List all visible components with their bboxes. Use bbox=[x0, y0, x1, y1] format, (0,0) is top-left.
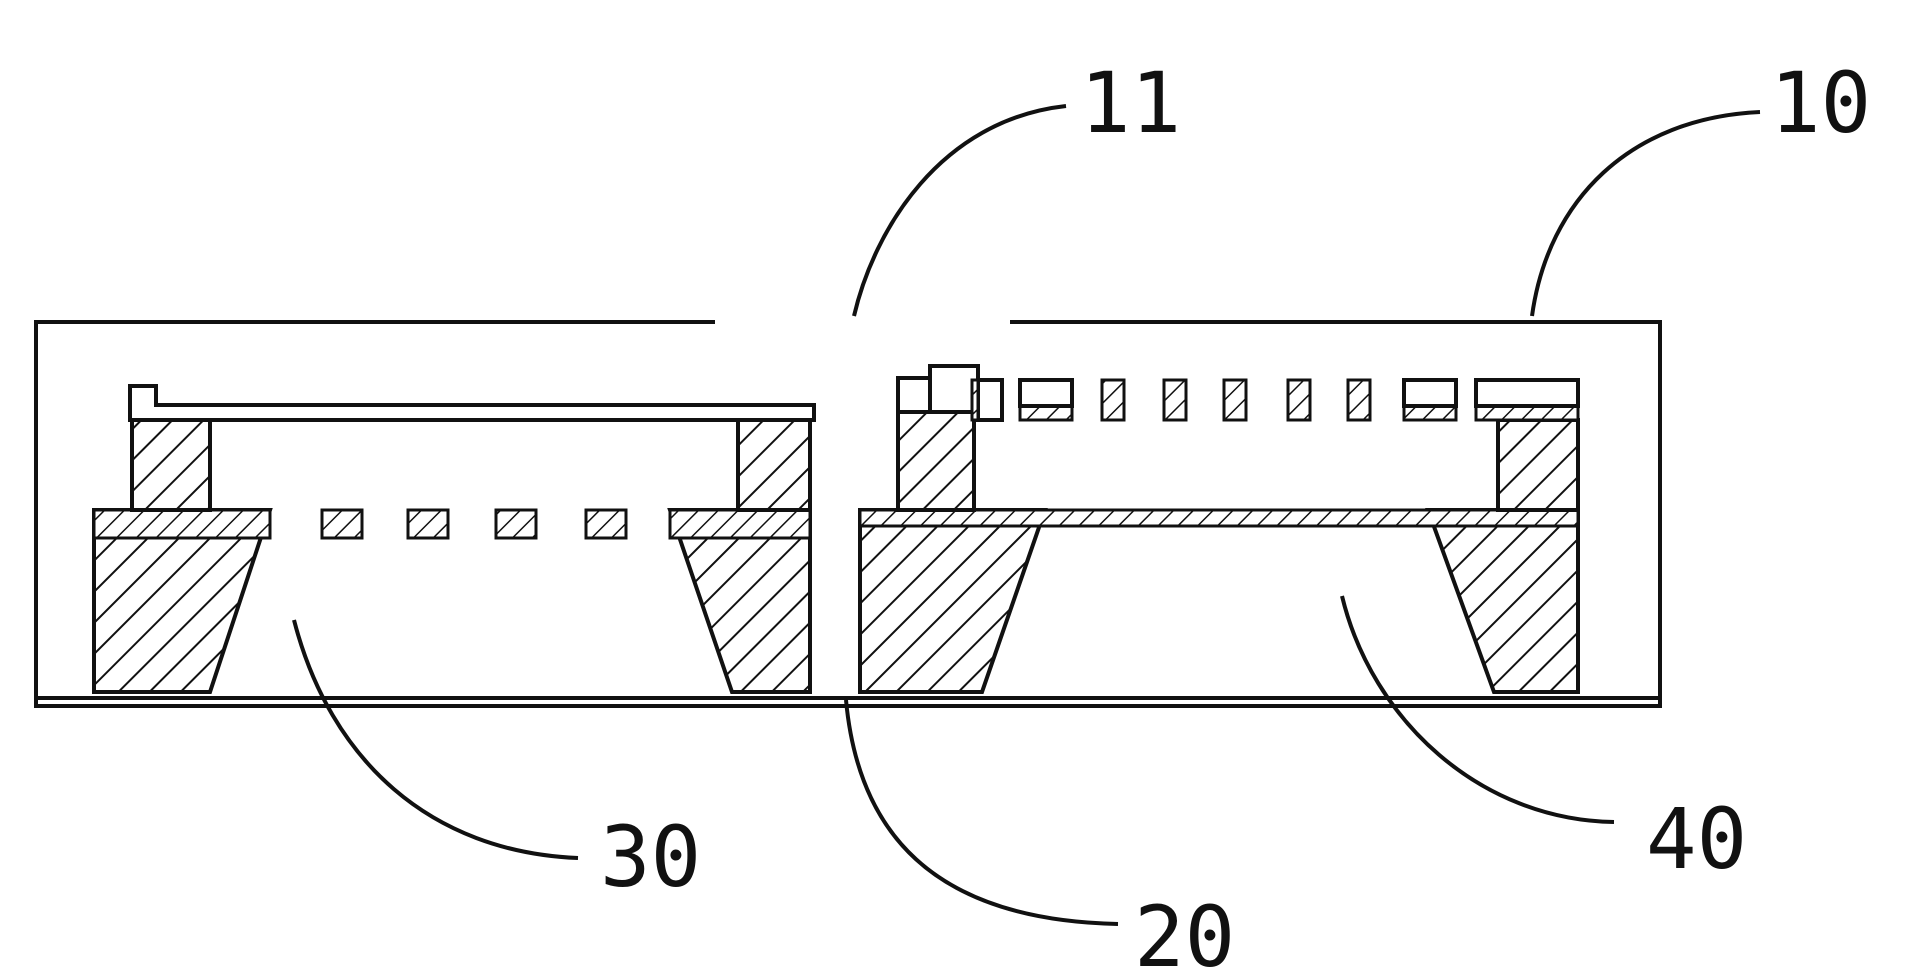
left-device bbox=[94, 386, 814, 692]
leader-line-11 bbox=[854, 106, 1066, 316]
leader-line-30 bbox=[294, 620, 578, 858]
leader-line-20 bbox=[846, 700, 1118, 924]
label-40: 40 bbox=[1646, 790, 1747, 888]
label-10: 10 bbox=[1770, 54, 1871, 152]
label-11: 11 bbox=[1080, 54, 1181, 152]
label-20: 20 bbox=[1134, 888, 1235, 980]
right-device bbox=[860, 366, 1578, 692]
label-30: 30 bbox=[600, 808, 701, 906]
leader-line-10 bbox=[1532, 112, 1760, 316]
